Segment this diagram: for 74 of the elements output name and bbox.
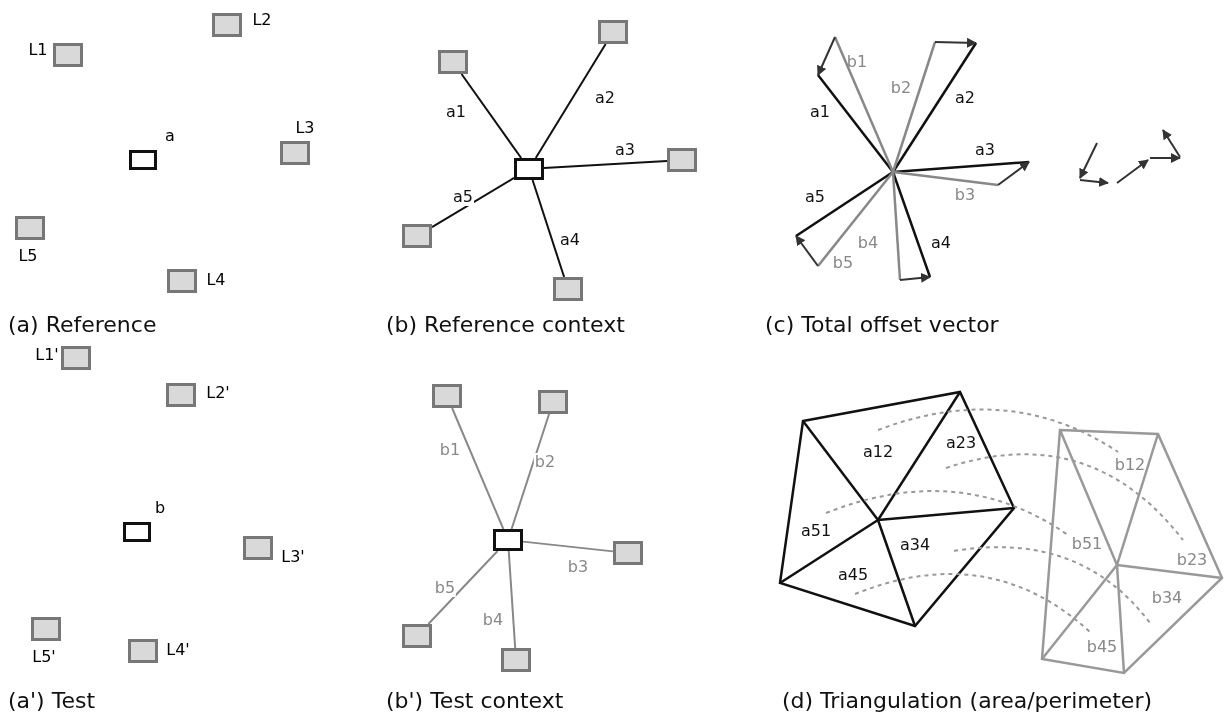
connector-line — [431, 176, 515, 229]
landmark-label: L5' — [32, 648, 56, 666]
landmark-square — [613, 541, 643, 565]
panel-caption: (b') Test context — [386, 688, 564, 714]
landmark-square — [280, 141, 310, 165]
landmark-label: L1 — [28, 41, 48, 59]
landmark-square — [538, 390, 568, 414]
vector-label: b34 — [1151, 589, 1183, 607]
landmark-square — [402, 624, 432, 648]
vector-label: a3 — [975, 141, 995, 159]
landmark-square — [166, 383, 196, 407]
panel-caption: (a) Reference — [8, 312, 157, 338]
landmark-square — [598, 20, 628, 44]
connector-line — [460, 73, 523, 159]
vector-label: b12 — [1114, 456, 1146, 474]
vector-label: a34 — [899, 536, 931, 554]
vector-label: b1 — [846, 53, 868, 71]
landmark-label: L4' — [166, 641, 190, 659]
connector-line — [451, 407, 505, 530]
connector-line — [510, 413, 551, 530]
landmark-square — [31, 617, 61, 641]
landmark-square — [167, 269, 197, 293]
landmark-label: L3 — [295, 119, 315, 137]
landmark-label: a — [165, 127, 175, 145]
vector-label: b2 — [890, 79, 912, 97]
connector-line — [427, 550, 499, 625]
landmark-square — [553, 277, 583, 301]
vector-label: a2 — [955, 89, 975, 107]
landmark-label: b — [154, 499, 166, 517]
vector-label: a23 — [945, 434, 977, 452]
landmark-label: L2' — [206, 384, 230, 402]
connector-line — [534, 43, 607, 159]
target-square — [493, 529, 523, 551]
connector-line — [531, 179, 566, 278]
landmark-square — [243, 536, 273, 560]
landmark-label: L2 — [252, 11, 272, 29]
landmark-label: L5 — [18, 247, 38, 265]
target-square — [514, 158, 544, 180]
landmark-square — [61, 346, 91, 370]
edge-label: b5 — [433, 579, 457, 597]
connector-line — [543, 159, 668, 170]
landmark-square — [212, 13, 242, 37]
landmark-square — [402, 224, 432, 248]
vector-label: a51 — [800, 522, 832, 540]
landmark-square — [667, 148, 697, 172]
vector-label: b3 — [954, 186, 976, 204]
panel-caption: (a') Test — [8, 688, 95, 714]
panel-caption: (d) Triangulation (area/perimeter) — [782, 688, 1152, 714]
landmark-square — [128, 639, 158, 663]
landmark-square — [53, 43, 83, 67]
target-square — [123, 522, 151, 542]
vector-label: b45 — [1086, 638, 1118, 656]
vector-label: a1 — [810, 103, 830, 121]
connector-line — [507, 550, 517, 649]
edge-label: a5 — [452, 188, 474, 206]
panel-caption: (c) Total offset vector — [765, 312, 999, 338]
landmark-label: L3' — [281, 548, 305, 566]
vector-label: b51 — [1071, 535, 1103, 553]
vector-label: a4 — [931, 234, 951, 252]
vector-label: b4 — [857, 234, 879, 252]
vector-label: b23 — [1176, 551, 1208, 569]
landmark-label: L4 — [206, 271, 226, 289]
vector-label: a45 — [837, 566, 869, 584]
vector-label: a12 — [862, 443, 894, 461]
vector-label: b5 — [832, 254, 854, 272]
landmark-square — [15, 216, 45, 240]
panel-caption: (b) Reference context — [386, 312, 625, 338]
vector-label: a5 — [805, 188, 825, 206]
landmark-label: L1' — [35, 346, 59, 364]
landmark-square — [432, 384, 462, 408]
landmark-square — [501, 648, 531, 672]
connector-line — [522, 540, 614, 553]
target-square — [129, 150, 157, 170]
landmark-square — [438, 50, 468, 74]
